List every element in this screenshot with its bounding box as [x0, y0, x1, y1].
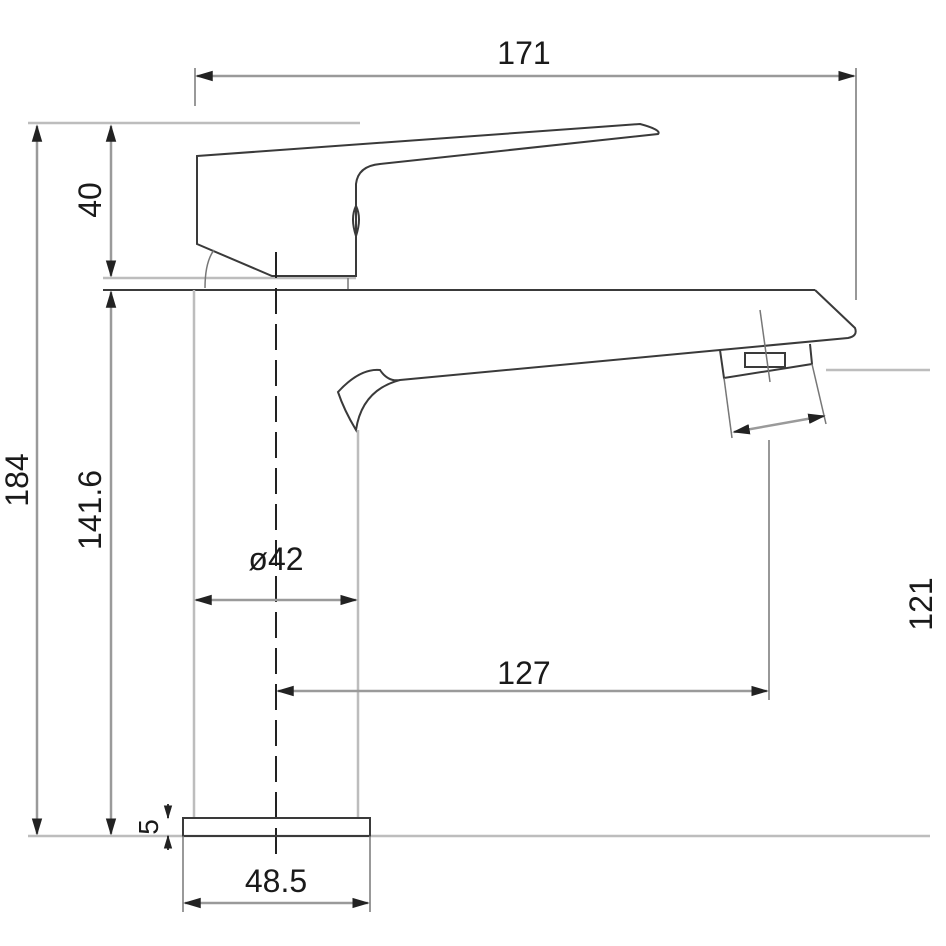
total-length-label: 171	[497, 35, 550, 71]
spout	[336, 289, 930, 439]
total-height-label: 184	[0, 453, 35, 506]
lever-handle	[196, 122, 660, 290]
dimension-spout-clearance: 121	[903, 577, 939, 630]
base-plate	[182, 817, 371, 912]
dimension-body-diameter: ø42	[194, 541, 358, 606]
dimension-handle-height: 40	[72, 124, 356, 280]
body	[192, 290, 360, 818]
dimension-spout-reach: 127	[276, 440, 770, 700]
dimension-base-thickness: 5	[133, 804, 173, 850]
handle-height-label: 40	[72, 182, 108, 218]
body-height-label: 141.6	[72, 470, 108, 550]
body-diameter-label: ø42	[248, 541, 303, 577]
dimension-total-height: 184	[0, 121, 360, 836]
base-thickness-label: 5	[133, 819, 164, 835]
dimension-base-width: 48.5	[183, 863, 370, 909]
spout-clearance-label: 121	[903, 577, 939, 630]
dimension-body-height: 141.6	[72, 290, 117, 836]
spout-reach-label: 127	[497, 655, 550, 691]
base-width-label: 48.5	[245, 863, 307, 899]
dimension-total-length: 171	[194, 35, 857, 300]
